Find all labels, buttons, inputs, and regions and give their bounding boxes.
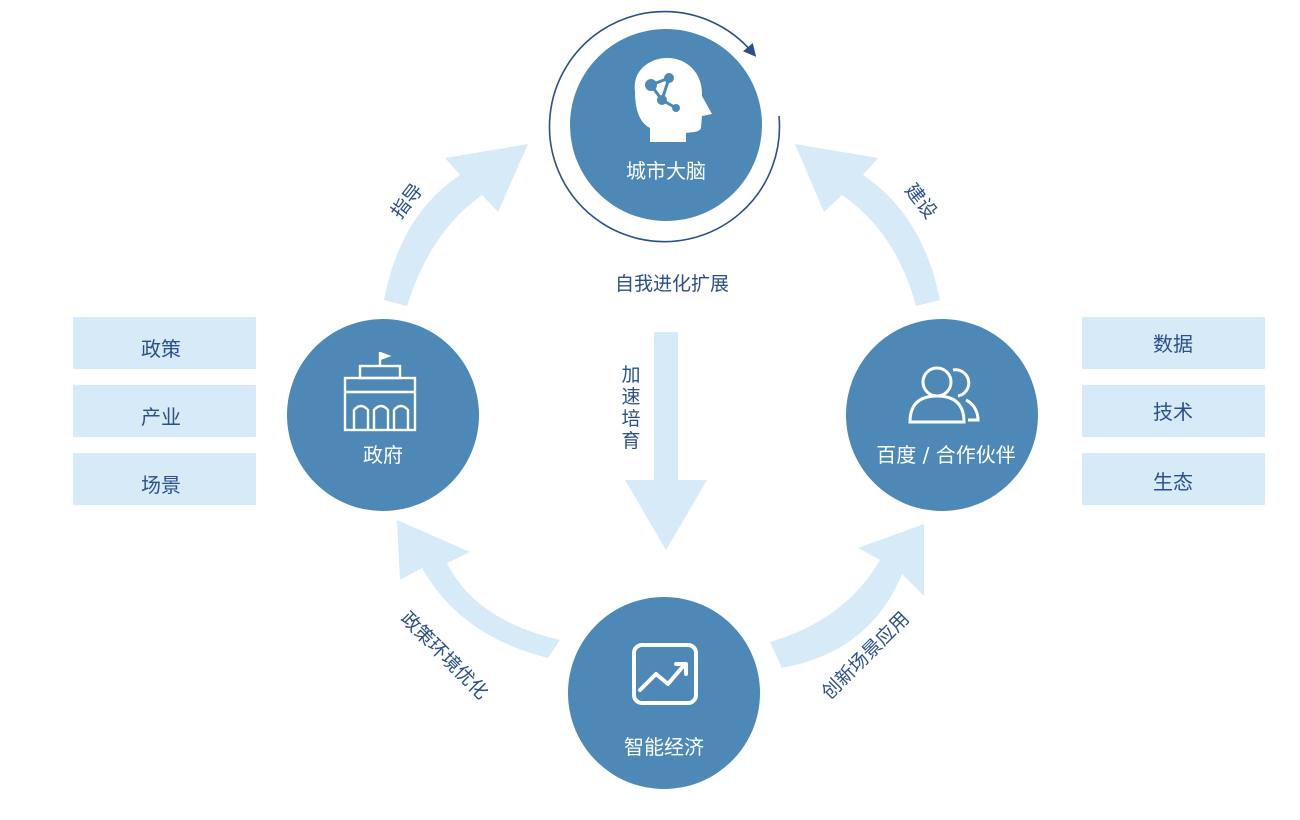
arrow-economy-to-government bbox=[397, 520, 560, 658]
right-box-label: 技术 bbox=[1153, 400, 1193, 424]
left-box bbox=[73, 385, 256, 437]
build-label: 建设 bbox=[900, 180, 941, 224]
left-box-label: 产业 bbox=[141, 405, 181, 429]
right-box-label: 生态 bbox=[1153, 470, 1193, 494]
left-box bbox=[73, 317, 256, 369]
right-box-label: 数据 bbox=[1153, 332, 1193, 356]
arrow-economy-to-partners bbox=[770, 524, 924, 668]
accelerate-char: 速 bbox=[621, 386, 640, 408]
government-building-icon bbox=[343, 351, 417, 432]
people-icon bbox=[908, 366, 980, 424]
economy-label: 智能经济 bbox=[624, 735, 704, 759]
self-evolve-label: 自我进化扩展 bbox=[615, 273, 729, 295]
right-box bbox=[1082, 453, 1265, 505]
government-node bbox=[287, 319, 479, 511]
partners-label: 百度 / 合作伙伴 bbox=[876, 443, 1015, 467]
partners-node bbox=[846, 319, 1038, 511]
brain-network-icon bbox=[634, 58, 712, 142]
self-evolve-orbit bbox=[548, 10, 781, 243]
trend-chart-icon bbox=[632, 643, 698, 705]
right-box bbox=[1082, 385, 1265, 437]
left-box-label: 政策 bbox=[141, 337, 181, 361]
brain-label: 城市大脑 bbox=[626, 159, 706, 183]
economy-node bbox=[568, 597, 760, 789]
arrow-brain-to-economy bbox=[625, 332, 707, 550]
arrow-government-to-brain bbox=[384, 144, 528, 306]
left-box bbox=[73, 453, 256, 505]
accelerate-char: 育 bbox=[621, 430, 640, 452]
accelerate-char: 培 bbox=[621, 408, 640, 430]
left-box-label: 场景 bbox=[141, 473, 181, 497]
government-label: 政府 bbox=[363, 443, 403, 467]
arrow-partners-to-brain bbox=[795, 144, 940, 306]
right-box bbox=[1082, 317, 1265, 369]
accelerate-char: 加 bbox=[621, 364, 640, 386]
